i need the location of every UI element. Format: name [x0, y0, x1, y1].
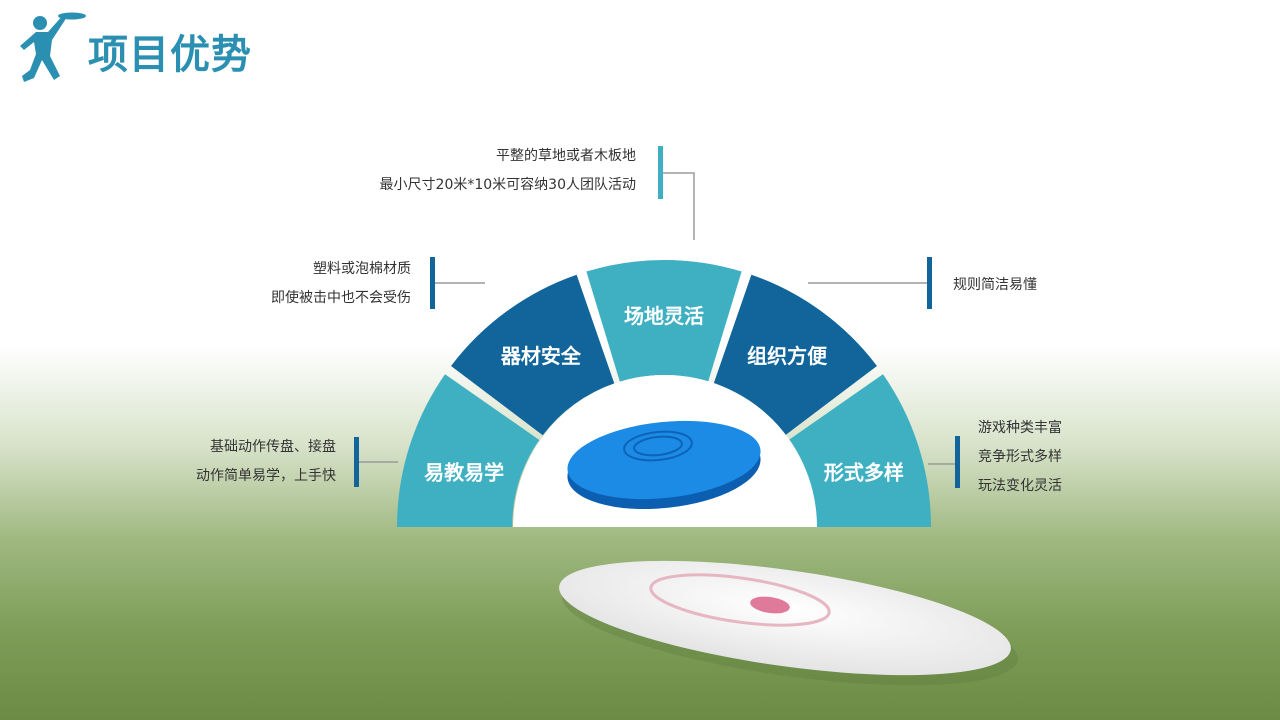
- blue-frisbee-icon: [567, 420, 761, 510]
- desc-line: 平整的草地或者木板地: [496, 148, 636, 164]
- page-title: 项目优势: [88, 32, 252, 78]
- desc-line: 最小尺寸20米*10米可容纳30人团队活动: [379, 177, 636, 193]
- segment-venue-flexible-label: 场地灵活: [624, 304, 704, 328]
- desc-line: 竞争形式多样: [978, 449, 1062, 465]
- segment-equipment-safe-label: 器材安全: [500, 344, 582, 368]
- segment-various-forms: [788, 374, 931, 527]
- segment-equipment-safe: [451, 274, 615, 436]
- desc-venue-flexible: 平整的草地或者木板地 最小尺寸20米*10米可容纳30人团队活动: [380, 142, 636, 200]
- desc-line: 动作简单易学，上手快: [196, 468, 336, 484]
- segment-easy-learn: [397, 374, 540, 527]
- desc-various-forms: 游戏种类丰富 竞争形式多样 玩法变化灵活: [978, 414, 1062, 501]
- segment-easy-organize: [713, 274, 877, 436]
- segment-various-forms-label: 形式多样: [824, 461, 904, 485]
- desc-line: 规则简洁易懂: [953, 277, 1037, 293]
- connector-line: [660, 172, 695, 240]
- segment-easy-learn-label: 易教易学: [424, 461, 504, 485]
- desc-line: 基础动作传盘、接盘: [210, 439, 336, 455]
- accent-bar: [955, 436, 960, 488]
- desc-equipment-safe: 塑料或泡棉材质 即使被击中也不会受伤: [271, 255, 411, 313]
- segment-easy-organize-label: 组织方便: [747, 344, 828, 368]
- white-frisbee-photo: [559, 560, 1018, 686]
- accent-bar: [927, 257, 932, 309]
- segment-venue-flexible: [586, 259, 742, 382]
- desc-line: 即使被击中也不会受伤: [271, 290, 411, 306]
- desc-line: 玩法变化灵活: [978, 478, 1062, 494]
- desc-easy-learn: 基础动作传盘、接盘 动作简单易学，上手快: [196, 433, 336, 491]
- desc-line: 塑料或泡棉材质: [313, 261, 411, 277]
- accent-bar: [354, 437, 359, 487]
- desc-easy-organize: 规则简洁易懂: [953, 271, 1037, 300]
- accent-bar: [658, 146, 663, 199]
- accent-bar: [430, 257, 435, 309]
- frisbee-player-logo-icon: [20, 12, 86, 82]
- desc-line: 游戏种类丰富: [978, 420, 1062, 436]
